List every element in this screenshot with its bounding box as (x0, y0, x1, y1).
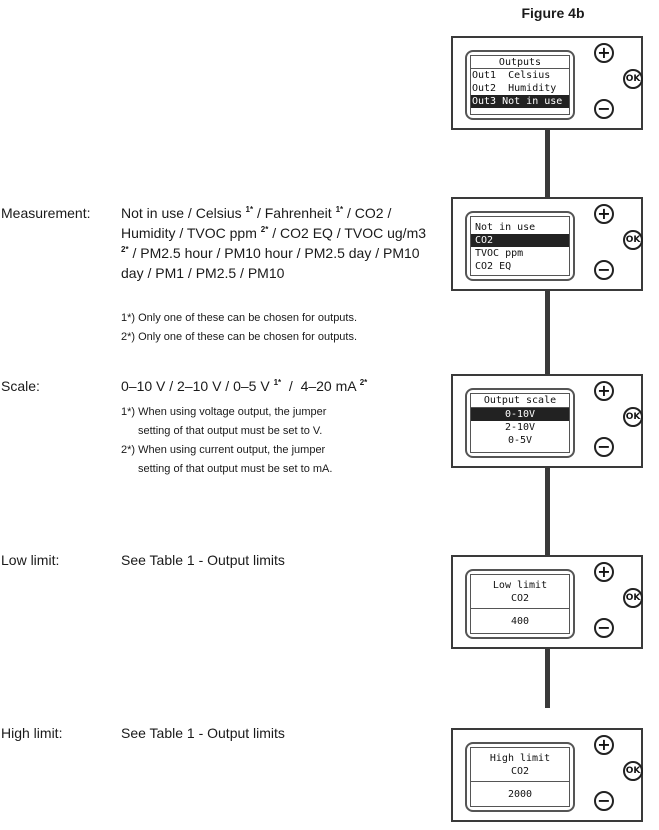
lcd-row: 2-10V (504, 422, 536, 433)
lcd-screen: High limit CO2 2000 (470, 747, 570, 807)
minus-button[interactable]: − (594, 791, 614, 811)
lcd-value: 400 (510, 616, 530, 627)
lcd-title: Output scale (471, 394, 569, 408)
lcd-title: Low limit (492, 580, 548, 591)
minus-button[interactable]: − (594, 260, 614, 280)
footnote-marker: 2* (121, 245, 129, 254)
lcd-row: Not in use (475, 222, 536, 233)
plus-button[interactable]: + (594, 735, 614, 755)
lcd-screen: Outputs Out1 Celsius Out2 Humidity Out3 … (470, 55, 570, 115)
lcd-screen: Low limit CO2 400 (470, 574, 570, 634)
ok-button[interactable]: OK (623, 588, 643, 608)
footnote: 2*) Only one of these can be chosen for … (121, 331, 358, 343)
footnote: 1*) When using voltage output, the jumpe… (121, 406, 327, 418)
plus-button[interactable]: + (594, 381, 614, 401)
display-frame: Not in use CO2 TVOC ppm CO2 EQ (465, 211, 575, 281)
display-frame: High limit CO2 2000 (465, 742, 575, 812)
footnote: 1*) Only one of these can be chosen for … (121, 312, 358, 324)
ok-button[interactable]: OK (623, 407, 643, 427)
plus-button[interactable]: + (594, 562, 614, 582)
high-limit-text: See Table 1 - Output limits (121, 725, 285, 741)
lcd-screen: Output scale 0-10V 2-10V 0-5V (470, 393, 570, 453)
measurement-text: / Fahrenheit (253, 205, 336, 221)
lcd-divider (471, 608, 569, 609)
minus-button[interactable]: − (594, 437, 614, 457)
footnote-marker: 2* (260, 225, 269, 234)
footnote: 2*) When using current output, the jumpe… (121, 444, 326, 456)
lcd-subtitle: CO2 (510, 593, 530, 604)
plus-button[interactable]: + (594, 43, 614, 63)
lcd-row: Out1 Celsius (472, 70, 551, 81)
lcd-row: 0-5V (507, 435, 533, 446)
lcd-value: 2000 (507, 789, 533, 800)
lcd-row-selected: Out3 Not in use (471, 95, 569, 108)
measurement-footnotes: 1*) Only one of these can be chosen for … (121, 309, 441, 347)
scale-text: 0–10 V / 2–10 V / 0–5 V (121, 378, 274, 394)
ok-button[interactable]: OK (623, 230, 643, 250)
footnote: setting of that output must be set to V. (138, 425, 323, 437)
lcd-row: CO2 EQ (475, 261, 512, 272)
lcd-divider (471, 781, 569, 782)
display-frame: Outputs Out1 Celsius Out2 Humidity Out3 … (465, 50, 575, 120)
lcd-title: High limit (489, 753, 551, 764)
ok-button[interactable]: OK (623, 69, 643, 89)
device-panel-low-limit: Low limit CO2 400 + OK − (451, 555, 643, 649)
lcd-row: Out2 Humidity (472, 83, 557, 94)
display-frame: Low limit CO2 400 (465, 569, 575, 639)
device-panel-outputs: Outputs Out1 Celsius Out2 Humidity Out3 … (451, 36, 643, 130)
lcd-row-selected: 0-10V (471, 408, 569, 421)
scale-options: 0–10 V / 2–10 V / 0–5 V 1* / 4–20 mA 2* (121, 376, 431, 396)
low-limit-label: Low limit: (1, 552, 60, 568)
footnote: setting of that output must be set to mA… (138, 463, 333, 475)
high-limit-label: High limit: (1, 725, 63, 741)
device-panel-measurement: Not in use CO2 TVOC ppm CO2 EQ + OK − (451, 197, 643, 291)
lcd-row: TVOC ppm (475, 248, 524, 259)
measurement-label: Measurement: (1, 205, 91, 221)
measurement-text: / CO2 / Humidity / TVOC ppm (121, 205, 392, 241)
scale-text: / 4–20 mA (281, 378, 360, 394)
minus-button[interactable]: − (594, 99, 614, 119)
footnote-marker: 1* (273, 378, 282, 387)
measurement-options: Not in use / Celsius 1* / Fahrenheit 1* … (121, 203, 431, 283)
lcd-title: Outputs (471, 56, 569, 69)
figure-title: Figure 4b (521, 5, 585, 21)
minus-button[interactable]: − (594, 618, 614, 638)
footnote-marker: 2* (359, 378, 368, 387)
measurement-text: Not in use / Celsius (121, 205, 246, 221)
lcd-subtitle: CO2 (510, 766, 530, 777)
measurement-text: / CO2 EQ / TVOC ug/m3 (268, 225, 427, 241)
scale-label: Scale: (1, 378, 40, 394)
scale-footnotes: 1*) When using voltage output, the jumpe… (121, 403, 441, 479)
device-panel-scale: Output scale 0-10V 2-10V 0-5V + OK − (451, 374, 643, 468)
lcd-screen: Not in use CO2 TVOC ppm CO2 EQ (470, 216, 570, 276)
low-limit-text: See Table 1 - Output limits (121, 552, 285, 568)
footnote-marker: 1* (335, 205, 344, 214)
measurement-text: / PM2.5 hour / PM10 hour / PM2.5 day / P… (121, 245, 420, 281)
footnote-marker: 1* (245, 205, 254, 214)
device-panel-high-limit: High limit CO2 2000 + OK − (451, 728, 643, 822)
ok-button[interactable]: OK (623, 761, 643, 781)
display-frame: Output scale 0-10V 2-10V 0-5V (465, 388, 575, 458)
lcd-row-selected: CO2 (471, 234, 569, 247)
plus-button[interactable]: + (594, 204, 614, 224)
